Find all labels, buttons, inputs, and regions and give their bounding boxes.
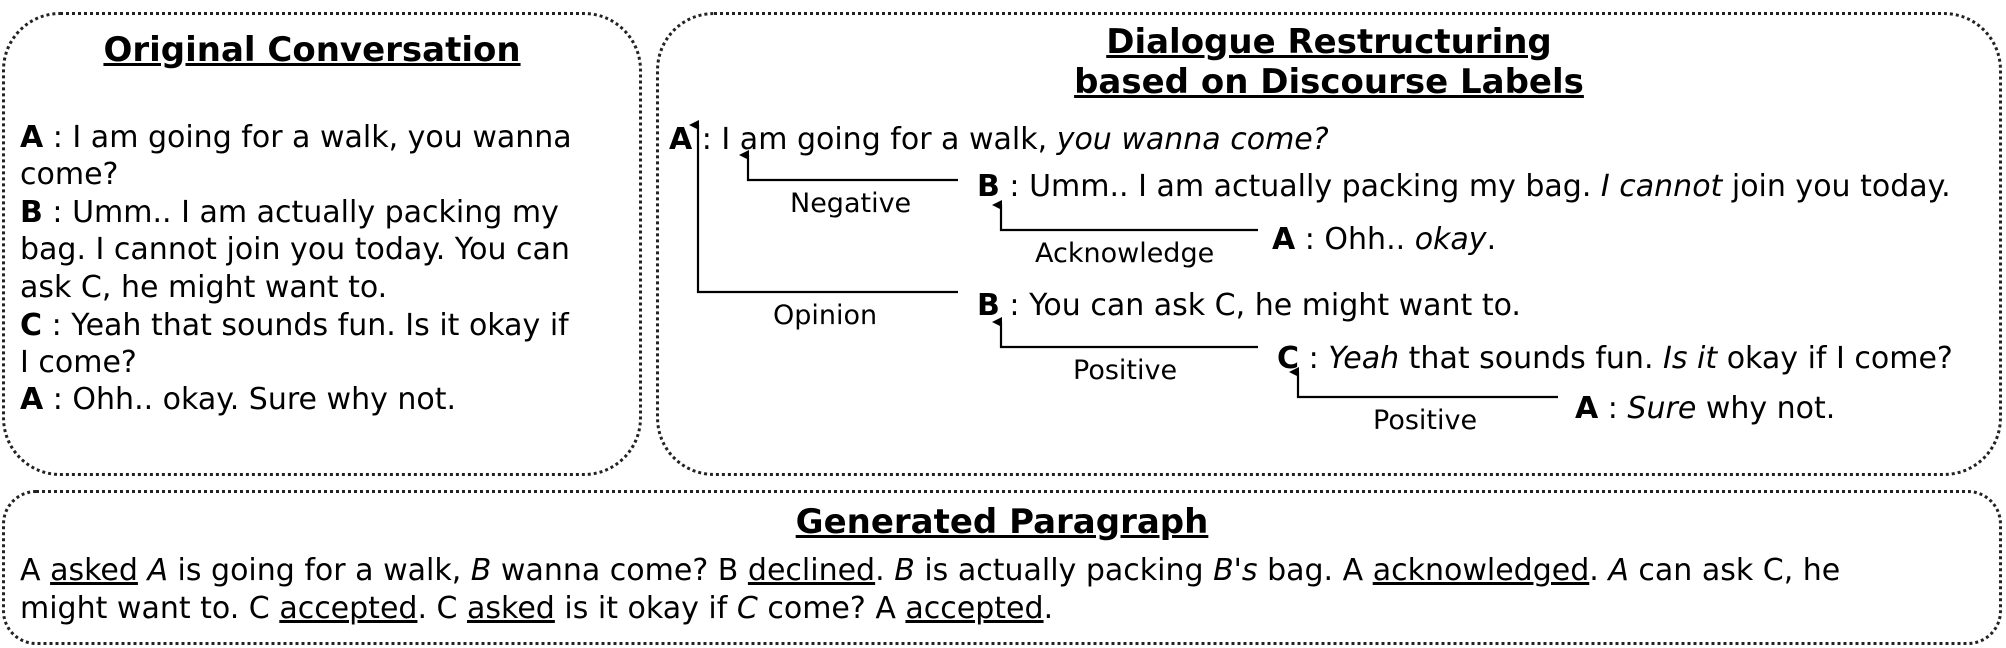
restructuring-title-line1: Dialogue Restructuring: [1106, 22, 1552, 62]
restructuring-title-line2: based on Discourse Labels: [1074, 62, 1584, 102]
original-conversation-panel: [2, 12, 642, 476]
utterance-b2: B : You can ask C, he might want to.: [977, 288, 1521, 323]
generated-line-2: might want to. C accepted. C asked is it…: [20, 591, 1054, 626]
original-line: I come?: [20, 345, 137, 380]
arrow-positive-1: [992, 317, 1258, 349]
arrow-negative: [739, 150, 958, 182]
speaker-b: B: [20, 195, 43, 230]
arrow-positive-2: [1289, 367, 1558, 399]
utterance-a1: A : I am going for a walk, you wanna com…: [669, 122, 1329, 157]
speaker-c: C: [20, 308, 43, 343]
label-negative: Negative: [790, 188, 912, 219]
original-line: A : Ohh.. okay. Sure why not.: [20, 382, 457, 417]
speaker-a: A: [20, 382, 44, 417]
label-positive-2: Positive: [1373, 405, 1478, 436]
speaker-a: A: [20, 120, 44, 155]
original-line: ask C, he might want to.: [20, 270, 388, 305]
utterance-c1: C : Yeah that sounds fun. Is it okay if …: [1277, 341, 1953, 376]
generated-paragraph-panel: [2, 490, 2002, 645]
original-line: come?: [20, 157, 119, 192]
original-line: A : I am going for a walk, you wanna: [20, 120, 572, 155]
label-opinion: Opinion: [773, 300, 878, 331]
original-line: bag. I cannot join you today. You can: [20, 232, 570, 267]
utterance-a3: A : Sure why not.: [1575, 391, 1836, 426]
utterance-a2: A : Ohh.. okay.: [1272, 222, 1497, 257]
utterance-b1: B : Umm.. I am actually packing my bag. …: [977, 169, 1951, 204]
generated-line-1: A asked A is going for a walk, B wanna c…: [20, 553, 1841, 588]
label-positive-1: Positive: [1073, 355, 1178, 386]
dialogue-restructuring-panel: [656, 12, 2002, 476]
original-title: Original Conversation: [103, 30, 521, 70]
original-line: C : Yeah that sounds fun. Is it okay if: [20, 308, 569, 343]
original-line: B : Umm.. I am actually packing my: [20, 195, 559, 230]
arrow-acknowledge: [992, 200, 1258, 232]
label-acknowledge: Acknowledge: [1035, 238, 1215, 269]
arrow-opinion: [689, 120, 958, 294]
generated-title: Generated Paragraph: [795, 502, 1209, 542]
